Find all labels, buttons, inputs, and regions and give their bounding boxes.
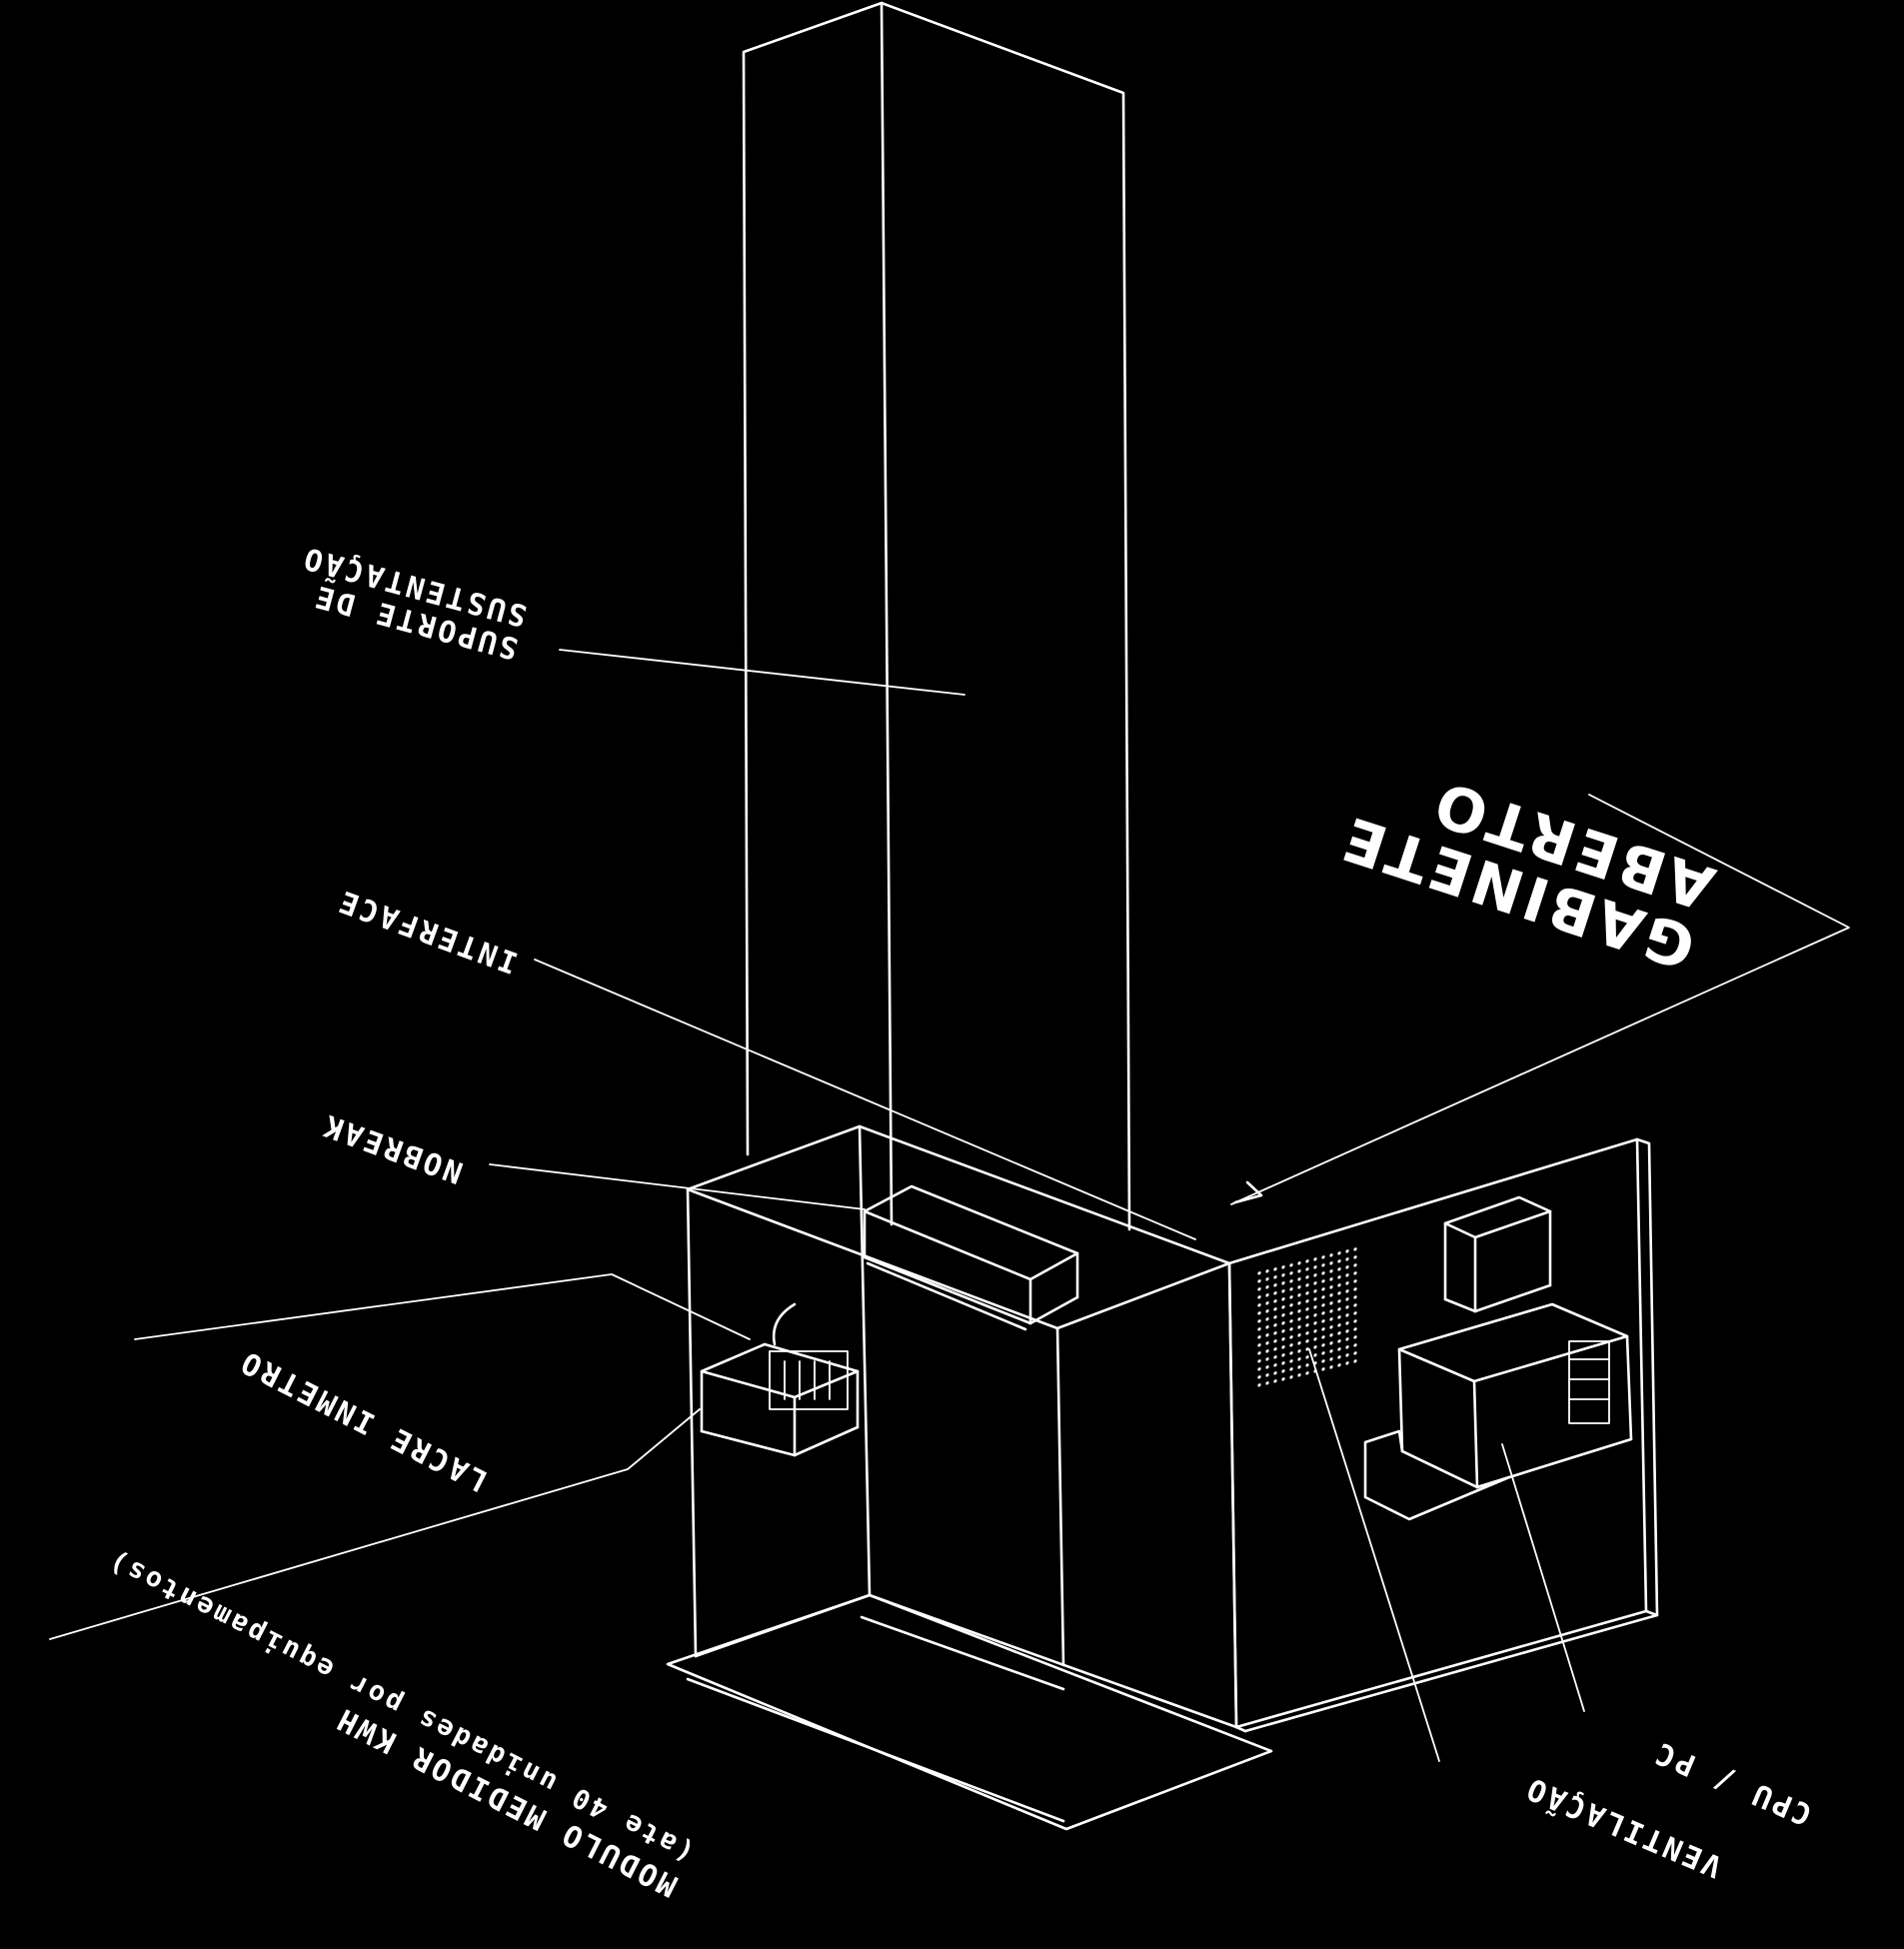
nobreak-box [863, 1184, 1079, 1331]
leader-lines [49, 649, 1850, 1762]
label-modulo-line1: MODULO MEDIDOR KWH [330, 1700, 684, 1903]
meter-module [700, 1302, 860, 1457]
ventilation-grille [1257, 1242, 1357, 1388]
labels: SUPORTE DE SUSTENTAÇÃO INTERFACE NOBREAK… [102, 539, 1817, 1903]
label-nobreak: NOBREAK [317, 1106, 468, 1189]
label-modulo-line2: (ate 40 unidades por equipamentos) [102, 1543, 699, 1868]
interface-box [1443, 1195, 1552, 1313]
label-lacre-inmetro: LACRE INMETRO [234, 1343, 494, 1498]
label-interface: INTERFACE [333, 883, 523, 980]
support-column [742, 1, 1131, 1231]
line-art [49, 1, 1850, 1831]
label-cpu-pc: CPU / PC [1648, 1734, 1817, 1832]
cabinet-door [1227, 1137, 1659, 1733]
cabinet-body [686, 1124, 1238, 1729]
cpu-unit [1363, 1302, 1633, 1521]
cabinet-base [666, 1593, 1273, 1831]
